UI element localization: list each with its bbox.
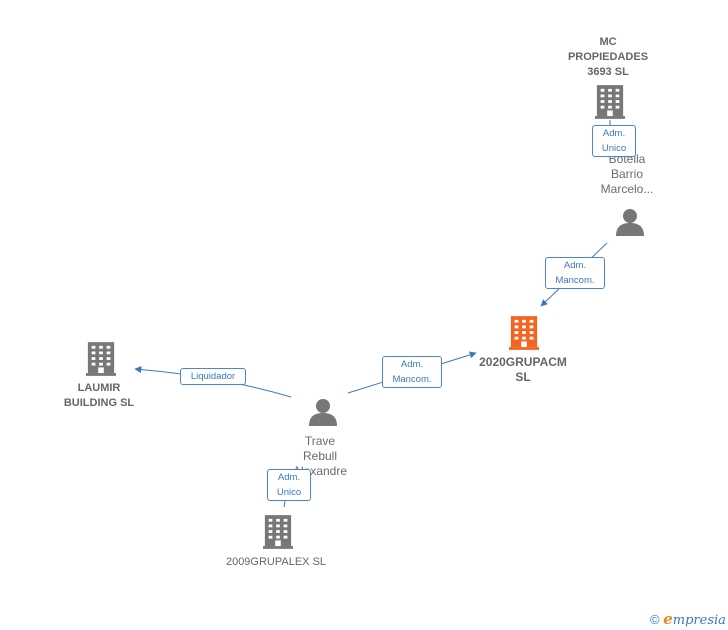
company-label-mc-propiedades[interactable]: MC PROPIEDADES 3693 SL [558, 35, 658, 80]
label-line: Barrio [610, 167, 643, 181]
footer-credit: © empresia [650, 610, 726, 628]
building-icon[interactable] [595, 85, 625, 119]
edge-label-line: Liquidador [190, 371, 236, 382]
building-icon[interactable] [86, 342, 116, 376]
edge-label-line: Adm. [400, 359, 424, 370]
copyright-icon: © [650, 612, 660, 627]
label-line: PROPIEDADES [567, 51, 649, 63]
label-line: Marcelo... [600, 182, 654, 196]
company-label-laumir[interactable]: LAUMIR BUILDING SL [44, 381, 154, 411]
person-icon[interactable] [616, 209, 644, 236]
company-label-2009grupalex[interactable]: 2009GRUPALEX SL [206, 555, 346, 570]
building-icon[interactable] [263, 515, 293, 549]
edge-label-line: Mancom. [392, 374, 432, 385]
label-line: 2020GRUPACM [479, 355, 567, 369]
edge-label-mc-botella[interactable]: Adm. Unico [592, 125, 636, 157]
brand-initial: e [663, 610, 673, 628]
label-line: 3693 SL [587, 66, 629, 78]
label-line: LAUMIR [77, 382, 121, 394]
label-line: Rebull [302, 449, 338, 463]
edge-label-line: Adm. [563, 260, 587, 271]
edge-label-line: Unico [276, 487, 302, 498]
building-main-icon[interactable] [509, 316, 539, 350]
label-line: MC [599, 36, 617, 48]
brand-logo[interactable]: empresia [663, 610, 726, 628]
label-line: SL [515, 370, 531, 384]
person-icon[interactable] [309, 399, 337, 426]
edge-label-line: Unico [601, 143, 627, 154]
brand-name: mpresia [672, 613, 726, 628]
label-line: Trave [304, 434, 336, 448]
label-line: BUILDING SL [63, 397, 135, 409]
edge-label-trave-laumir[interactable]: Liquidador [180, 368, 246, 385]
edge-label-line: Adm. [277, 472, 301, 483]
person-label-botella[interactable]: Botella Barrio Marcelo... [582, 152, 672, 197]
label-line: 2009GRUPALEX SL [225, 556, 327, 568]
edge-label-line: Mancom. [555, 275, 595, 286]
edge-label-trave-grupalex[interactable]: Adm. Unico [267, 469, 311, 501]
edge-label-trave-grupacm[interactable]: Adm. Mancom. [382, 356, 442, 388]
company-label-2020grupacm[interactable]: 2020GRUPACM SL [468, 355, 578, 385]
edge-label-botella-grupacm[interactable]: Adm. Mancom. [545, 257, 605, 289]
edge-label-line: Adm. [602, 128, 626, 139]
